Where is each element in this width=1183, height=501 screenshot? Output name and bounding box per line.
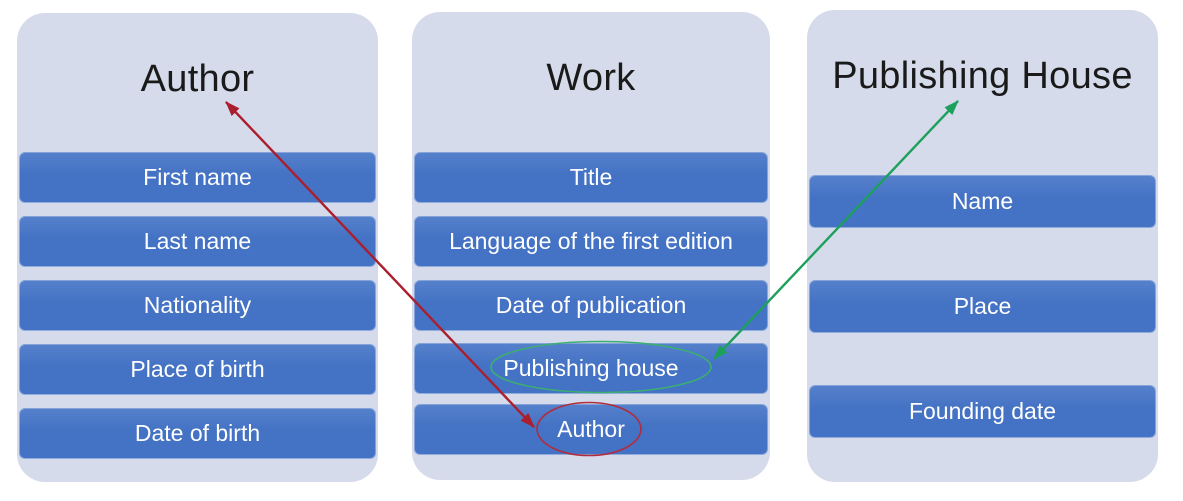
entity-author-title: Author bbox=[140, 57, 255, 100]
entity-work-title: Work bbox=[546, 56, 636, 99]
field-founding-date: Founding date bbox=[809, 385, 1156, 438]
entity-publishing-house-title: Publishing House bbox=[832, 54, 1133, 97]
field-title: Title bbox=[414, 152, 768, 203]
field-last-name: Last name bbox=[19, 216, 376, 267]
field-author: Author bbox=[414, 404, 768, 455]
field-first-name: First name bbox=[19, 152, 376, 203]
entity-author: Author First name Last name Nationality … bbox=[17, 13, 378, 482]
field-place: Place bbox=[809, 280, 1156, 333]
field-date-of-publication: Date of publication bbox=[414, 280, 768, 331]
entity-publishing-house: Publishing House Name Place Founding dat… bbox=[807, 10, 1158, 482]
entity-work: Work Title Language of the first edition… bbox=[412, 12, 770, 480]
field-date-of-birth: Date of birth bbox=[19, 408, 376, 459]
field-language-of-first-edition: Language of the first edition bbox=[414, 216, 768, 267]
field-nationality: Nationality bbox=[19, 280, 376, 331]
field-name: Name bbox=[809, 175, 1156, 228]
field-publishing-house: Publishing house bbox=[414, 343, 768, 394]
field-place-of-birth: Place of birth bbox=[19, 344, 376, 395]
